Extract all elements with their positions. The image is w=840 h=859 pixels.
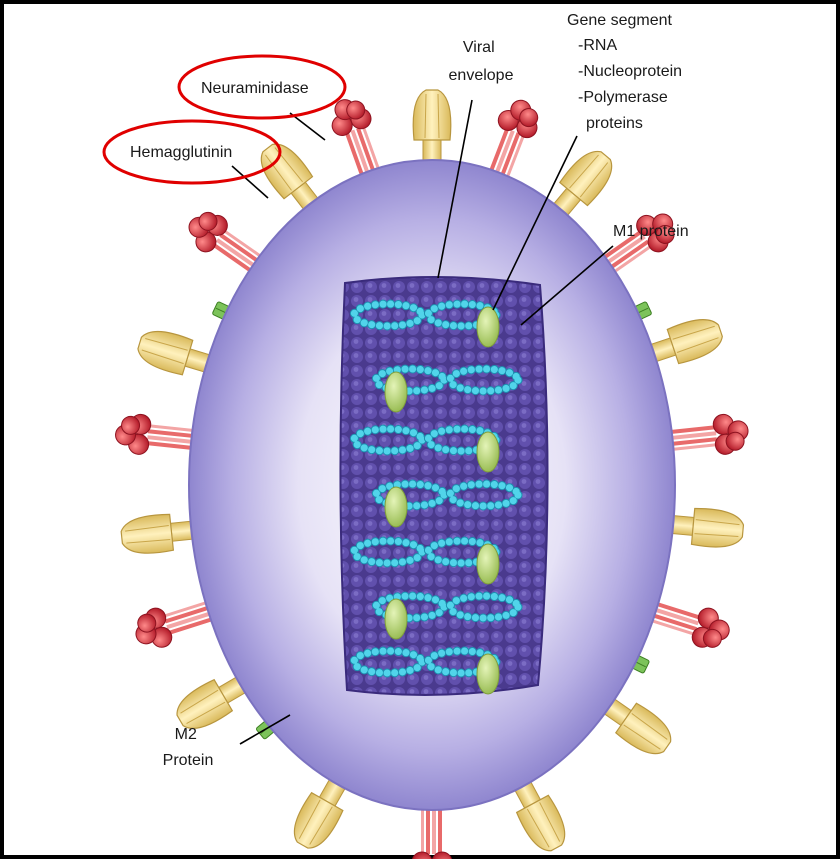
- label-neuraminidase: Neuraminidase: [201, 80, 309, 97]
- hemagglutinin-spike-17: [120, 512, 194, 557]
- label-m2-protein: M2 Protein: [163, 726, 214, 769]
- viral-core: [340, 277, 547, 695]
- polymerase-protein-5: [385, 599, 407, 639]
- neuraminidase-spike-23: [325, 93, 388, 178]
- hemagglutinin-spike-19: [134, 325, 212, 381]
- label-gene-segment: Gene segment -RNA -Nucleoprotein -Polyme…: [567, 12, 687, 132]
- neuraminidase-spike-16: [130, 593, 215, 654]
- polymerase-protein-0: [477, 307, 499, 347]
- polymerase-protein-3: [385, 487, 407, 527]
- neuraminidase-spike-8: [650, 593, 735, 654]
- polymerase-protein-4: [477, 544, 499, 584]
- neuraminidase-spike-1: [480, 94, 545, 179]
- polymerase-protein-6: [477, 654, 499, 694]
- neuraminidase-spike-12: [412, 810, 452, 859]
- hemagglutinin-spike-7: [671, 506, 744, 550]
- label-hemagglutinin: Hemagglutinin: [130, 144, 232, 161]
- neuraminidase-spike-18: [114, 412, 194, 460]
- label-m1-protein: M1 protein: [613, 223, 689, 240]
- label-viral-envelope: Viral envelope: [449, 39, 514, 84]
- polymerase-protein-1: [385, 372, 407, 412]
- hemagglutinin-spike-0: [413, 90, 451, 160]
- hemagglutinin-spike-5: [648, 313, 726, 371]
- polymerase-protein-2: [477, 432, 499, 472]
- neuraminidase-spike-6: [671, 412, 751, 460]
